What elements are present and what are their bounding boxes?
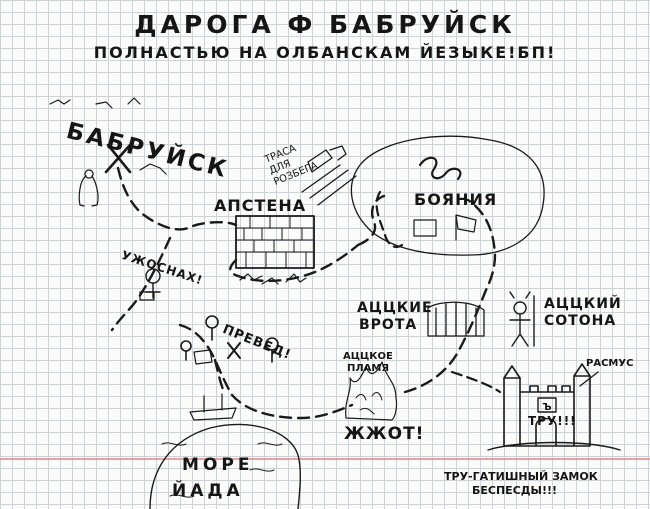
rasmus-pointer bbox=[579, 371, 599, 387]
route-path-6 bbox=[375, 190, 404, 249]
castle-line1: ТРУ-ГАТИШНЫЙ ЗАМОК bbox=[444, 470, 598, 483]
bayan-figure bbox=[413, 219, 437, 237]
map-title: ДАРОГА Ф БАБРУЙСК bbox=[134, 10, 516, 39]
satan-figure bbox=[509, 291, 535, 347]
label-zhzhot: ЖЖОТ! bbox=[344, 424, 425, 444]
label-hell-gates: АЦЦКИЕ ВРОТА bbox=[357, 300, 433, 334]
label-rasmus: РАСМУС bbox=[586, 358, 634, 369]
angel-figure bbox=[78, 169, 99, 207]
sea-line2: ЙАДА bbox=[172, 481, 244, 501]
castle-ground bbox=[487, 441, 621, 451]
boyaniya-flag bbox=[455, 214, 477, 241]
label-apstena: АПСТЕНА bbox=[214, 196, 307, 215]
label-hell-satan: АЦЦКИЙ СОТОНА bbox=[544, 296, 622, 330]
tree-icon bbox=[205, 315, 219, 329]
route-path-2 bbox=[110, 236, 172, 332]
label-hell-flame: АЦЦКОЕ ПЛАМЯ bbox=[343, 351, 393, 375]
hell-flame bbox=[345, 361, 398, 421]
race-track-sign bbox=[301, 145, 357, 206]
bear-sign bbox=[193, 349, 213, 365]
chain-links bbox=[418, 156, 462, 181]
castle-badge-box bbox=[537, 397, 557, 413]
satan-line2: СОТОНА bbox=[544, 313, 617, 329]
map-subtitle: ПОЛНАСТЬЮ НА ОЛБАНСКАМ ЙЕЗЫКЕ!БП! bbox=[93, 43, 557, 62]
sea-of-yad bbox=[149, 423, 301, 509]
tree-icon-3 bbox=[180, 340, 192, 352]
satan-line1: АЦЦКИЙ bbox=[544, 296, 622, 312]
bird-doodles bbox=[49, 97, 167, 175]
castle-badge: Ъ bbox=[542, 402, 551, 413]
route-path-3 bbox=[178, 323, 354, 420]
castle bbox=[503, 363, 591, 447]
x-mark-babruysk bbox=[104, 143, 132, 174]
boat-on-sea bbox=[189, 393, 237, 421]
hell-gates-line2: ВРОТА bbox=[359, 317, 418, 333]
flame-line1: АЦЦКОЕ bbox=[343, 351, 393, 362]
hell-gates bbox=[427, 301, 485, 337]
x-mark-preved bbox=[227, 342, 241, 359]
route-path-5 bbox=[403, 198, 497, 394]
sea-line1: МОРЕ bbox=[182, 455, 254, 475]
hell-gates-line1: АЦЦКИЕ bbox=[357, 300, 433, 316]
boyaniya-region bbox=[350, 135, 545, 256]
label-boyaniya: БОЯНИЯ bbox=[414, 190, 498, 209]
castle-line2: БЕСПЕСДЫ!!! bbox=[472, 484, 558, 497]
notebook-margin-line bbox=[0, 458, 650, 460]
label-castle: ТРУ-ГАТИШНЫЙ ЗАМОК БЕСПЕСДЫ!!! bbox=[444, 470, 598, 498]
label-sea: МОРЕ ЙАДА bbox=[172, 452, 254, 504]
flame-line2: ПЛАМЯ bbox=[347, 363, 390, 374]
label-tru-flag: ТРУ!!! bbox=[528, 414, 577, 428]
crashed-figures bbox=[239, 273, 307, 285]
route-path-4 bbox=[213, 358, 226, 394]
route-path-7 bbox=[450, 370, 502, 394]
apstena-wall bbox=[235, 215, 315, 269]
